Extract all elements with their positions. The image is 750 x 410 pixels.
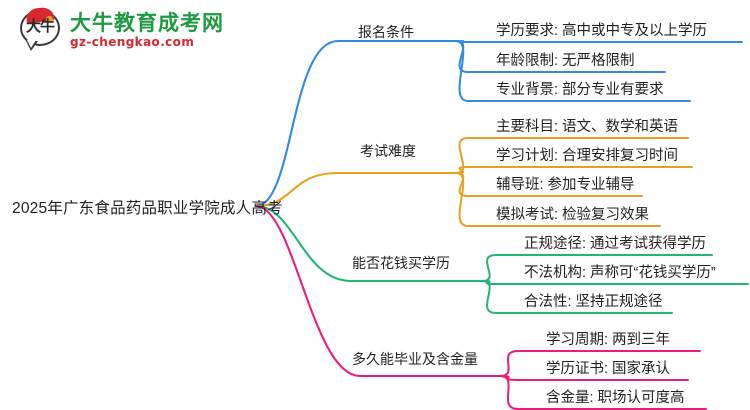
connector-line (455, 172, 661, 227)
connector-line (455, 137, 689, 174)
brand-url: gz-chengkao.com (70, 34, 195, 49)
connector-line (499, 375, 707, 410)
branch-node-2[interactable]: 考试难度 (360, 143, 416, 159)
orange-dot-icon (46, 16, 53, 23)
logo-bubble-icon: 大牛 (18, 6, 64, 52)
leaf-node-4-3[interactable]: 含金量: 职场认可度高 (546, 390, 685, 406)
site-logo: 大牛 大牛教育成考网 gz-chengkao.com (18, 6, 224, 52)
leaf-node-1-1[interactable]: 学历要求: 高中或中专及以上学历 (496, 23, 708, 39)
connector-line (254, 39, 458, 208)
leaf-node-1-3[interactable]: 专业背景: 部分专业有要求 (496, 82, 664, 98)
connector-line (481, 254, 713, 282)
connector-line (254, 204, 484, 283)
connector-line (254, 204, 502, 378)
leaf-node-2-1[interactable]: 主要科目: 语文、数学和英语 (496, 119, 679, 135)
leaf-node-4-1[interactable]: 学习周期: 两到三年 (546, 332, 671, 348)
speech-bubble-tail-inner (27, 40, 36, 48)
connector-line (455, 40, 743, 43)
leaf-node-2-2[interactable]: 学习计划: 合理安排复习时间 (496, 148, 679, 164)
logo-wordmark: 大牛教育成考网 gz-chengkao.com (70, 12, 224, 49)
root-node[interactable]: 2025年广东食品药品职业学院成人高考 (12, 200, 283, 217)
connector-line (254, 171, 458, 208)
leaf-node-2-4[interactable]: 模拟考试: 检验复习效果 (496, 207, 650, 223)
leaf-node-2-3[interactable]: 辅导班: 参加专业辅导 (496, 177, 635, 193)
logo-mark-text: 大牛 (25, 17, 55, 35)
leaf-node-3-2[interactable]: 不法机构: 声称可“花钱买学历” (524, 265, 716, 281)
leaf-node-4-2[interactable]: 学历证书: 国家承认 (546, 361, 671, 377)
connector-line (481, 280, 673, 314)
leaf-node-3-1[interactable]: 正规途径: 通过考试获得学历 (524, 236, 707, 252)
leaf-node-1-2[interactable]: 年龄限制: 无严格限制 (496, 53, 635, 69)
branch-node-1[interactable]: 报名条件 (358, 24, 414, 40)
connector-line (499, 350, 701, 377)
leaf-node-3-3[interactable]: 合法性: 坚持正规途径 (524, 294, 663, 310)
branch-node-3[interactable]: 能否花钱买学历 (352, 255, 450, 271)
brand-name-cn: 大牛教育成考网 (70, 10, 224, 35)
branch-node-4[interactable]: 多久能毕业及含金量 (352, 351, 478, 367)
connector-line (455, 40, 691, 102)
